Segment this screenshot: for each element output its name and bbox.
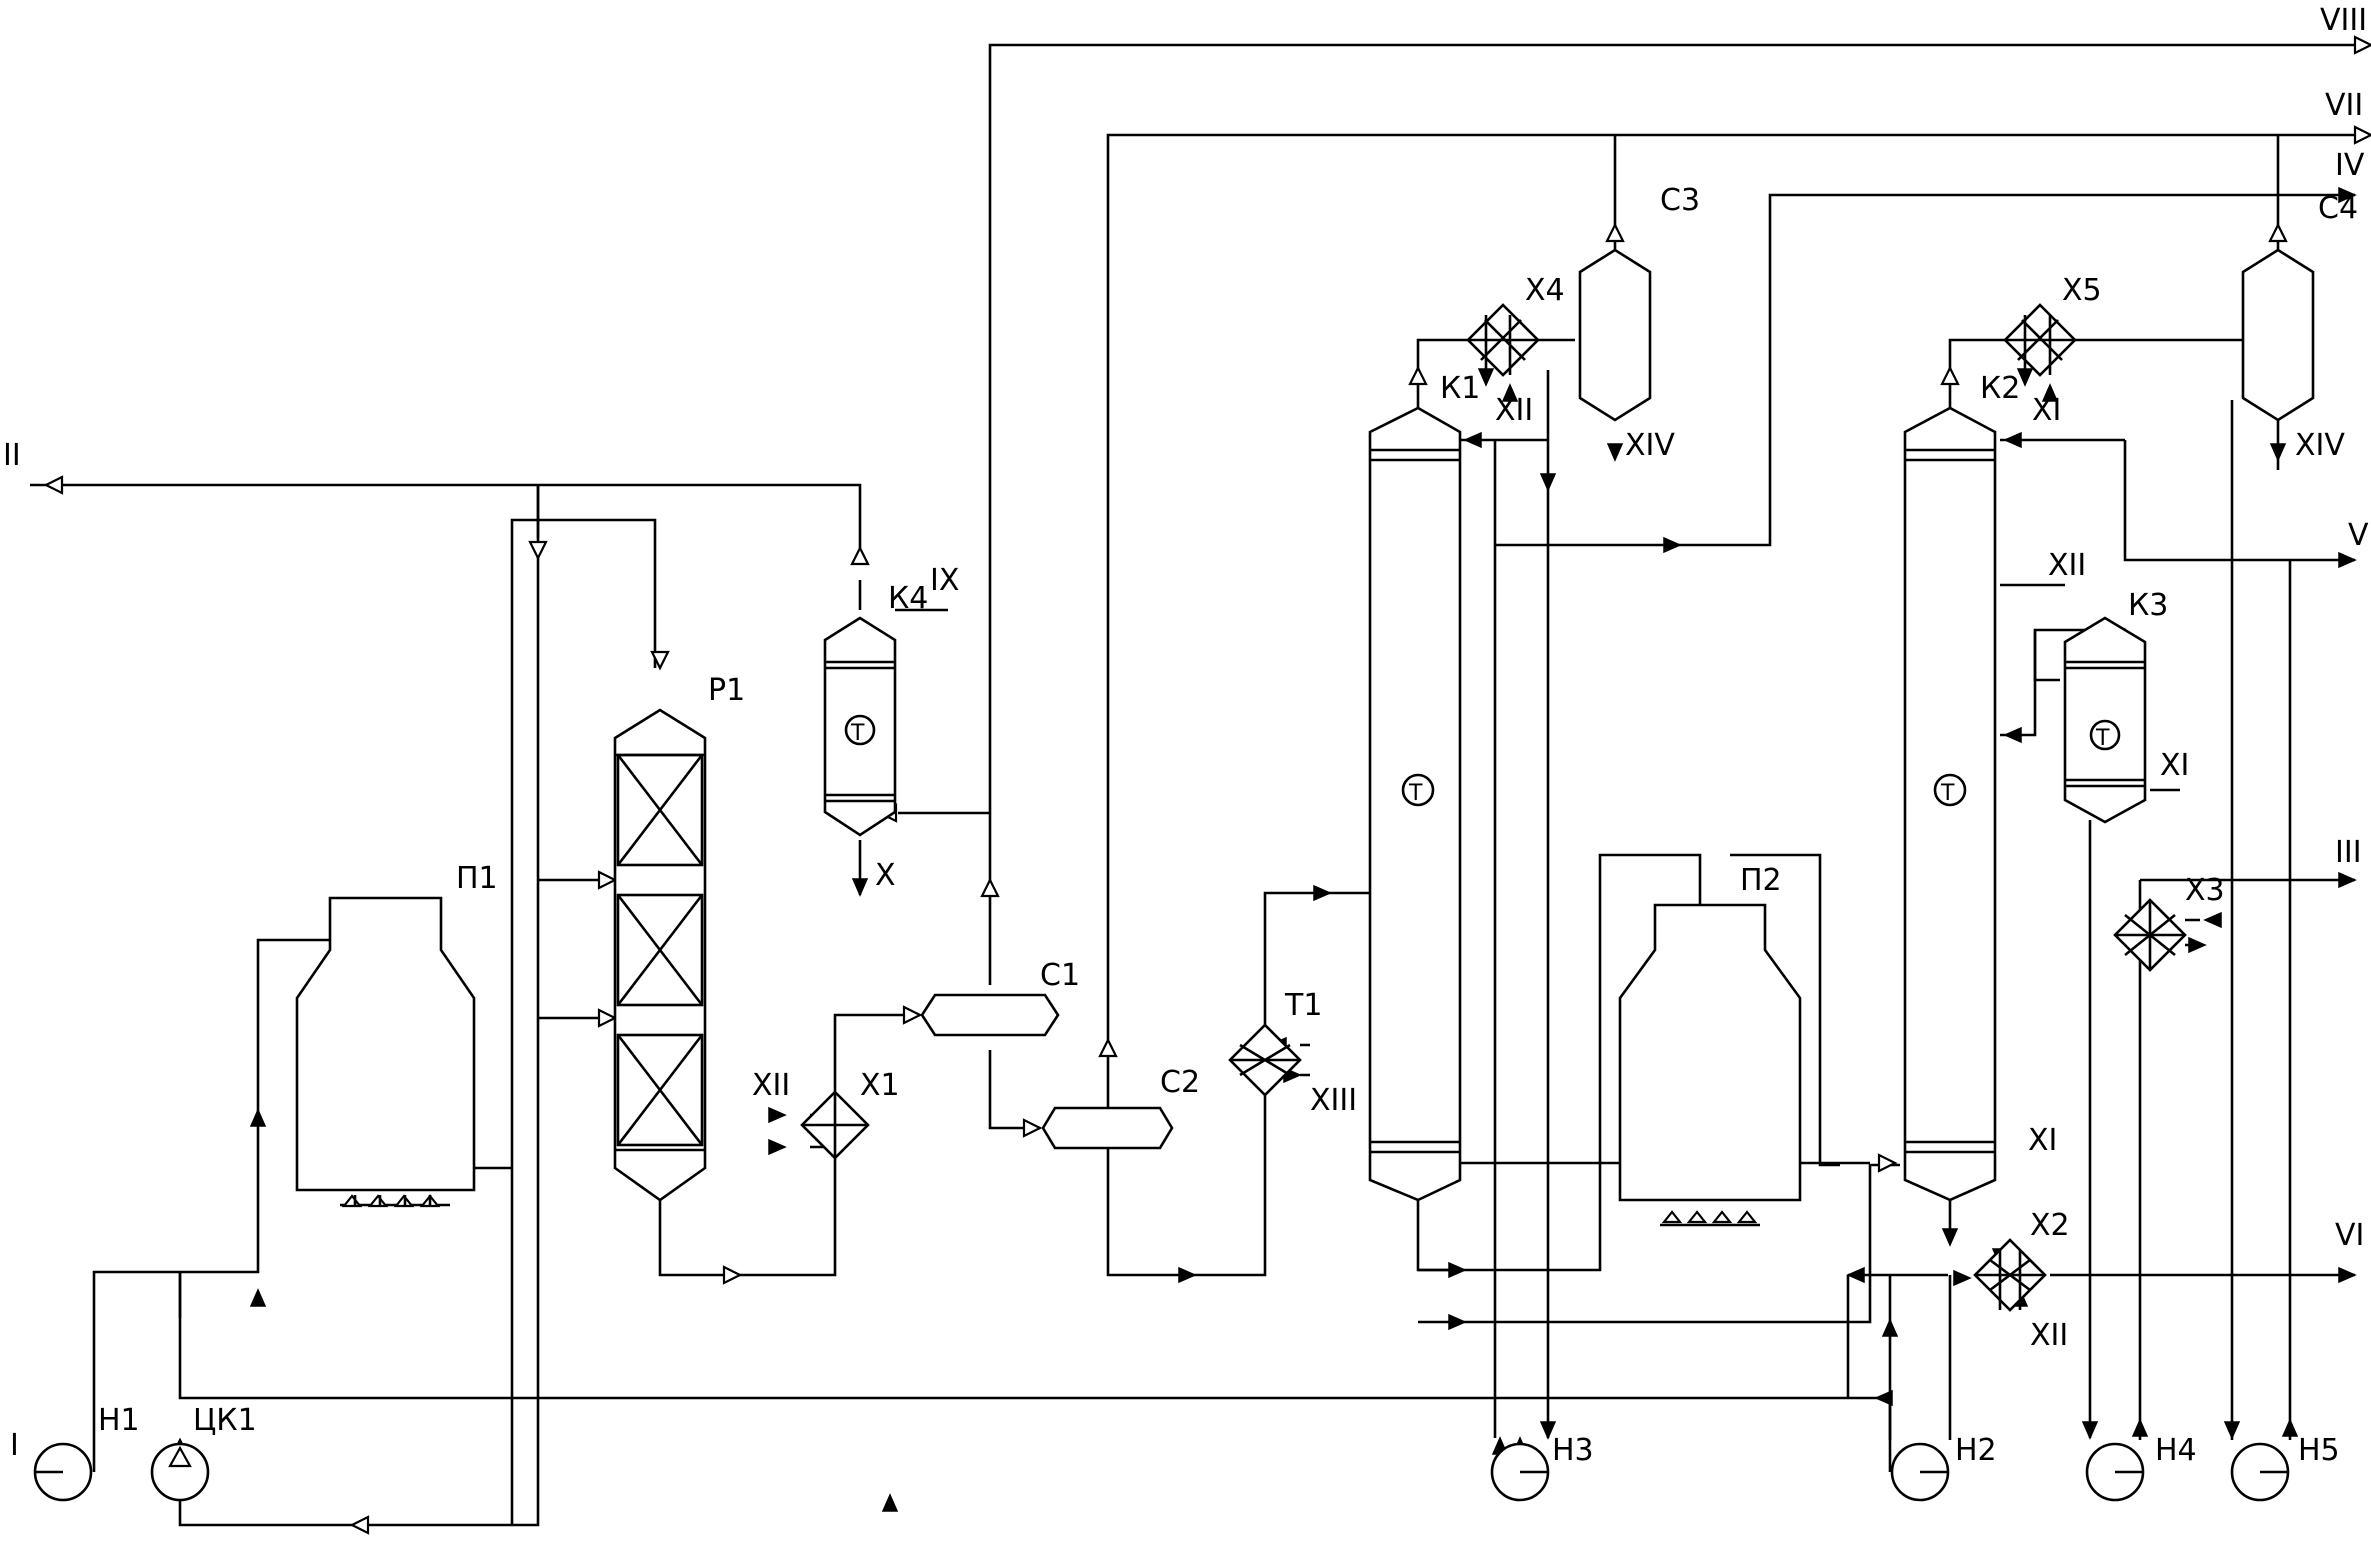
- heater-t1: Т1: [1228, 988, 1322, 1097]
- stream-labels: I II VIII VII IV V III VI IX X XII XIII …: [3, 3, 2369, 1463]
- label-c3: С3: [1660, 183, 1700, 218]
- stream-vii: VII: [2325, 88, 2363, 123]
- exchanger-x2: Х2: [1973, 1208, 2070, 1312]
- pump-h5: Н5: [2230, 1433, 2340, 1502]
- stream-vi: VI: [2335, 1218, 2364, 1253]
- stream-xi-k3: XI: [2160, 748, 2189, 783]
- column-k3: T К3: [2063, 588, 2168, 824]
- label-h4: Н4: [2155, 1433, 2197, 1468]
- pump-h4: Н4: [2085, 1433, 2197, 1502]
- label-k1: К1: [1440, 371, 1480, 406]
- label-x3: Х3: [2185, 873, 2225, 908]
- stream-xiv-c4: XIV: [2295, 428, 2345, 463]
- label-k3: К3: [2128, 588, 2168, 623]
- drum-c4: С4: [2241, 191, 2358, 422]
- thermo-k4: T: [850, 721, 865, 746]
- stream-xii-k2: XII: [2048, 548, 2086, 583]
- label-ck1: ЦК1: [193, 1403, 257, 1438]
- stream-xiv-c3: XIV: [1625, 428, 1675, 463]
- separator-c2: С2: [1041, 1065, 1200, 1150]
- reactor-r1: Р1: [613, 673, 745, 1202]
- thermo-k3: T: [2095, 726, 2110, 751]
- label-x5: Х5: [2062, 273, 2102, 308]
- exchanger-x1: Х1: [800, 1068, 900, 1160]
- label-p1: П1: [456, 861, 498, 896]
- label-c2: С2: [1160, 1065, 1200, 1100]
- label-c4: С4: [2318, 191, 2358, 226]
- stream-x-k4: X: [875, 858, 896, 893]
- column-k2: T К2: [1903, 371, 2020, 1202]
- separator-c1: С1: [920, 958, 1080, 1037]
- exchanger-x3: Х3: [2113, 873, 2225, 972]
- stream-xii-x2: XII: [2030, 1318, 2068, 1353]
- pump-ck1: ЦК1: [150, 1403, 257, 1502]
- pump-h3: Н3: [1490, 1433, 1594, 1502]
- stream-viii: VIII: [2320, 3, 2367, 38]
- flow-arrows: [44, 35, 2371, 1535]
- pump-h2: Н2: [1890, 1433, 1997, 1502]
- stream-xii-x1: XII: [752, 1068, 790, 1103]
- column-k1: T К1: [1368, 371, 1480, 1202]
- stream-ii: II: [3, 438, 21, 473]
- furnace-p1: П1: [295, 861, 498, 1208]
- label-c1: С1: [1040, 958, 1080, 993]
- pump-h1: Н1: [33, 1403, 140, 1502]
- drum-c3: С3: [1578, 183, 1700, 422]
- label-k4: К4: [888, 581, 928, 616]
- stream-iv: IV: [2335, 148, 2365, 183]
- stream-xiii-t1: XIII: [1310, 1083, 1357, 1118]
- label-h3: Н3: [1552, 1433, 1594, 1468]
- label-x4: Х4: [1525, 273, 1565, 308]
- stream-xii-x4: XII: [1495, 393, 1533, 428]
- stream-iii: III: [2335, 835, 2362, 870]
- stream-ix-k4: IX: [930, 563, 959, 598]
- label-h1: Н1: [98, 1403, 140, 1438]
- stream-i: I: [10, 1428, 19, 1463]
- stream-v: V: [2348, 518, 2369, 553]
- label-k2: К2: [1980, 371, 2020, 406]
- label-r1: Р1: [708, 673, 745, 708]
- column-k4: T К4: [823, 581, 928, 837]
- label-x1: Х1: [860, 1068, 900, 1103]
- process-lines: [30, 43, 2355, 1527]
- label-t1: Т1: [1284, 988, 1322, 1023]
- stream-xi-k2: XI: [2028, 1123, 2057, 1158]
- stream-xi-x5: XI: [2032, 393, 2061, 428]
- furnace-p2: П2: [1618, 863, 1802, 1227]
- label-p2: П2: [1740, 863, 1782, 898]
- thermo-k1: T: [1408, 781, 1423, 806]
- label-h5: Н5: [2298, 1433, 2340, 1468]
- condenser-x4: Х4: [1466, 273, 1565, 377]
- condenser-x5: Х5: [2003, 273, 2102, 377]
- thermo-k2: T: [1940, 781, 1955, 806]
- label-h2: Н2: [1955, 1433, 1997, 1468]
- label-x2: Х2: [2030, 1208, 2070, 1243]
